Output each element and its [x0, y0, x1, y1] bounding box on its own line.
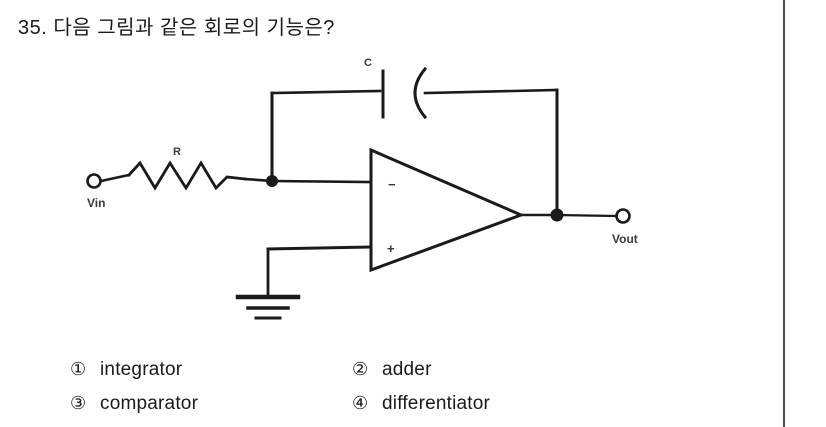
wire-noninverting-to-ground: [266, 245, 373, 251]
option-adder[interactable]: ② adder: [352, 352, 652, 387]
resistor-symbol: [127, 160, 247, 191]
option-comparator[interactable]: ③ comparator: [70, 386, 352, 421]
wire-input-to-resistor: [99, 173, 131, 183]
input-terminal-node: [86, 173, 102, 189]
label-capacitor: C: [364, 57, 372, 69]
label-resistor: R: [173, 146, 181, 158]
option-number-2: ②: [352, 359, 369, 379]
option-differentiator[interactable]: ④ differentiator: [352, 386, 652, 421]
option-number-1: ①: [70, 359, 87, 379]
option-label-4: differentiator: [382, 393, 491, 414]
wire-node-to-inverting-input: [270, 179, 373, 184]
option-row-1: ① integrator ② adder: [70, 352, 710, 386]
feedback-wire-top-left: [270, 89, 382, 95]
option-integrator[interactable]: ① integrator: [70, 352, 352, 387]
page-divider: [783, 0, 785, 427]
option-number-4: ④: [352, 393, 369, 413]
option-row-2: ③ comparator ④ differentiator: [70, 386, 710, 420]
option-label-1: integrator: [100, 359, 183, 380]
answer-options: ① integrator ② adder ③ comparator ④ diff…: [70, 352, 710, 420]
label-output-voltage: Vout: [612, 232, 638, 246]
wire-node-to-output-terminal: [555, 213, 617, 218]
circuit-figure: Vin R C − + Vout: [0, 55, 700, 335]
capacitor-plate-curved: [413, 66, 428, 120]
opamp-triangle: [369, 147, 526, 273]
label-input-voltage: Vin: [87, 196, 105, 210]
label-noninverting-input: +: [387, 241, 395, 256]
option-label-2: adder: [382, 359, 432, 380]
option-number-3: ③: [70, 393, 87, 413]
circuit-diagram-svg: Vin R C − + Vout: [86, 57, 638, 320]
option-label-3: comparator: [100, 393, 199, 414]
page-title: 35. 다음 그림과 같은 회로의 기능은?: [18, 17, 335, 39]
label-inverting-input: −: [388, 177, 396, 192]
output-terminal-node: [615, 208, 631, 224]
feedback-wire-top-right: [423, 88, 559, 95]
